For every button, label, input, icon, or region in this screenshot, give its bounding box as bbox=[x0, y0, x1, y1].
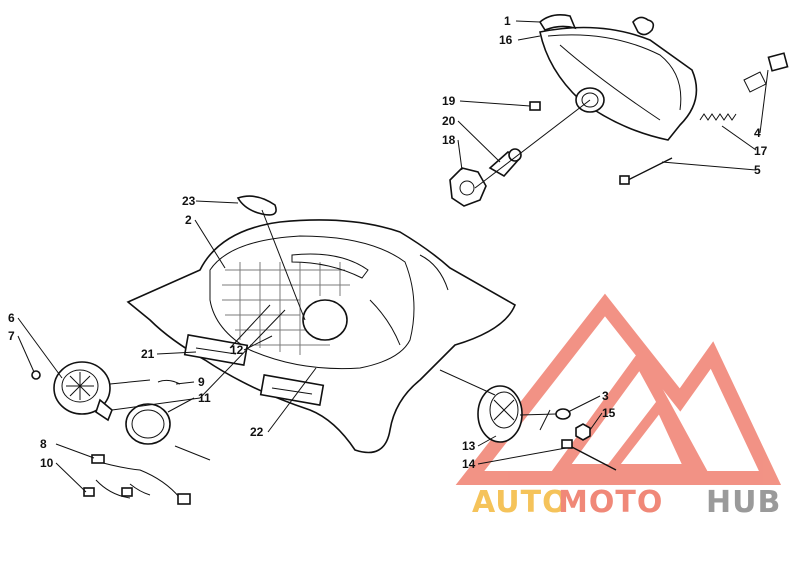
gauge-opening bbox=[302, 299, 348, 341]
washer-part bbox=[555, 408, 571, 420]
clip-part bbox=[743, 52, 789, 93]
sensor-part bbox=[561, 439, 617, 471]
callout-12: 12 bbox=[230, 343, 244, 357]
callout-1: 1 bbox=[504, 14, 511, 28]
watermark-hub: HUB bbox=[706, 485, 781, 520]
callout-9: 9 bbox=[198, 375, 205, 389]
watermark-moto: MOTO bbox=[558, 485, 663, 520]
assembly-lines bbox=[109, 209, 557, 461]
callout-8: 8 bbox=[40, 437, 47, 451]
callout-10: 10 bbox=[40, 456, 54, 470]
leader-lines bbox=[17, 20, 769, 493]
headlight-housing bbox=[539, 26, 698, 141]
callout-6: 6 bbox=[8, 311, 15, 325]
callout-18: 18 bbox=[442, 133, 456, 147]
callout-17: 17 bbox=[754, 144, 768, 158]
watermark-auto: AUTO bbox=[472, 485, 569, 520]
callout-7: 7 bbox=[8, 329, 15, 343]
nut-part bbox=[575, 423, 591, 441]
callout-16: 16 bbox=[499, 33, 513, 47]
retaining-nut-part bbox=[449, 167, 487, 207]
callout-20: 20 bbox=[442, 114, 456, 128]
callout-23: 23 bbox=[182, 194, 196, 208]
wiring-harness bbox=[83, 454, 191, 505]
callout-2: 2 bbox=[185, 213, 192, 227]
spring-part bbox=[699, 113, 737, 121]
speedometer-part bbox=[53, 361, 113, 422]
callout-15: 15 bbox=[602, 406, 616, 420]
callout-3: 3 bbox=[602, 389, 609, 403]
tachometer-part bbox=[477, 385, 523, 443]
watermark-text: AUTO MOTO HUB bbox=[472, 485, 781, 520]
decal-bottom bbox=[259, 374, 325, 406]
callout-5: 5 bbox=[754, 163, 761, 177]
callout-22: 22 bbox=[250, 425, 264, 439]
screw-part bbox=[619, 157, 673, 185]
bulb-socket-part bbox=[488, 148, 522, 178]
emblem-part bbox=[236, 195, 277, 216]
callout-19: 19 bbox=[442, 94, 456, 108]
bracket-part bbox=[538, 14, 577, 31]
callout-14: 14 bbox=[462, 457, 476, 471]
ring-part bbox=[125, 403, 171, 445]
watermark-logo-icon bbox=[455, 293, 782, 485]
callout-labels: 1 16 19 20 18 4 17 5 23 2 6 7 21 12 9 11… bbox=[8, 14, 768, 471]
small-screw-part bbox=[529, 101, 541, 111]
connector-part bbox=[157, 379, 181, 385]
bulb-part bbox=[31, 370, 41, 380]
decal-left bbox=[183, 334, 249, 366]
knob-part bbox=[632, 16, 655, 36]
callout-21: 21 bbox=[141, 347, 155, 361]
callout-11: 11 bbox=[198, 391, 211, 405]
callout-4: 4 bbox=[754, 126, 761, 140]
hood-panel bbox=[126, 219, 517, 454]
callout-13: 13 bbox=[462, 439, 476, 453]
